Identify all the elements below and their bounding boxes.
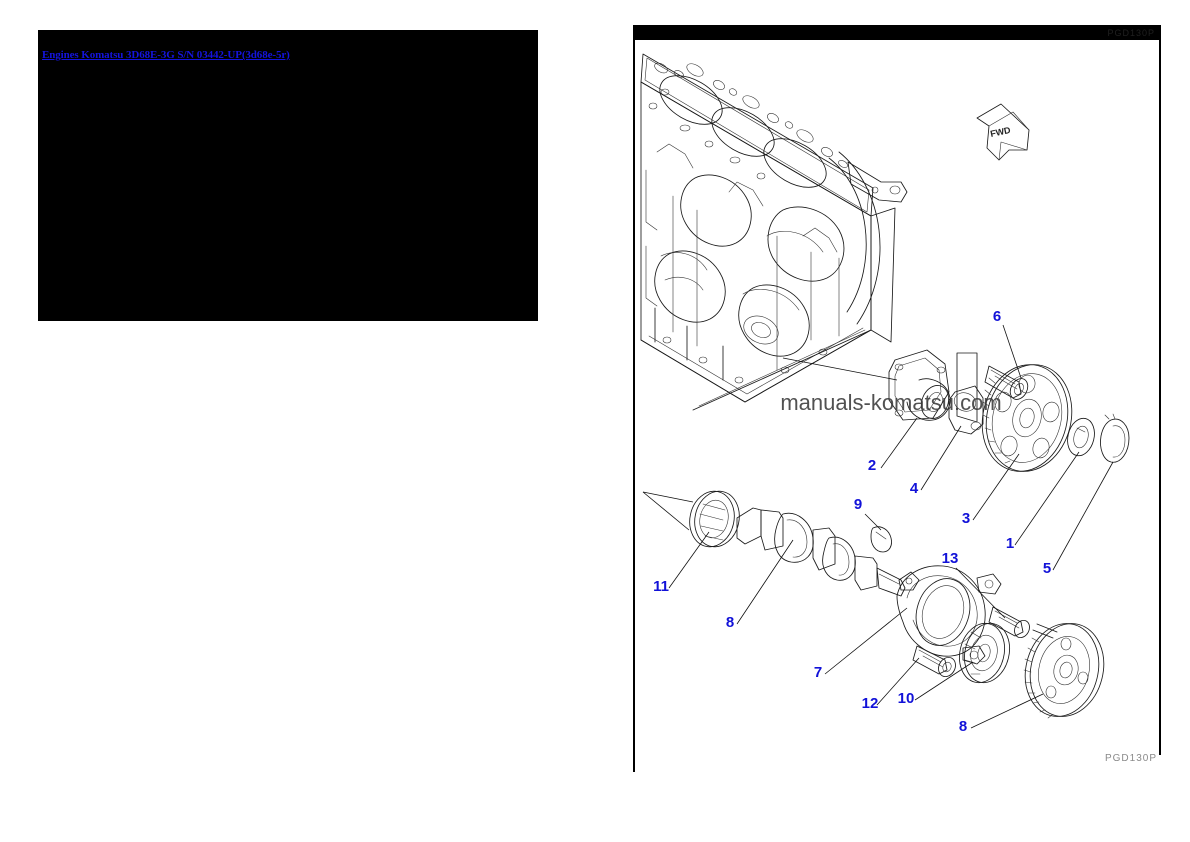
part-8b-cam-gear bbox=[1023, 623, 1105, 719]
part-2-oil-pump-body bbox=[888, 349, 951, 421]
diagram-left-border bbox=[633, 25, 635, 772]
parts-diagram-panel: PGD130P bbox=[633, 25, 1161, 772]
cylinder-block-drawing bbox=[640, 53, 908, 411]
callout-11: 11 bbox=[653, 578, 669, 595]
diagram-top-code: PGD130P bbox=[1107, 28, 1155, 38]
part-3-cam-gear bbox=[981, 364, 1073, 472]
callout-1: 1 bbox=[1006, 535, 1014, 552]
part-4-collar bbox=[948, 385, 984, 435]
callout-3: 3 bbox=[962, 510, 970, 527]
callout-5: 5 bbox=[1043, 560, 1051, 577]
part-1-thrust-washer bbox=[1067, 417, 1095, 457]
diagram-right-border bbox=[1159, 25, 1161, 755]
part-11-pulley bbox=[689, 490, 740, 548]
part-10-drive-gear bbox=[959, 622, 1010, 684]
catalog-title-link[interactable]: Engines Komatsu 3D68E-3G S/N 03442-UP(3d… bbox=[42, 49, 290, 61]
exploded-parts-drawing: FWD bbox=[640, 53, 1130, 735]
callout-8: 8 bbox=[726, 614, 734, 631]
callout-10: 10 bbox=[898, 690, 915, 707]
leader-lines bbox=[642, 324, 1114, 729]
part-5-snap-ring bbox=[1100, 413, 1130, 463]
svg-text:FWD: FWD bbox=[989, 125, 1012, 139]
part-7-thrust-plate bbox=[896, 565, 1002, 665]
callout-13: 13 bbox=[942, 550, 959, 567]
fwd-direction-marker: FWD bbox=[976, 103, 1030, 161]
part-9-key bbox=[870, 526, 892, 553]
callout-6: 6 bbox=[993, 308, 1001, 325]
diagram-reference-code: PGD130P bbox=[1104, 753, 1157, 764]
callout-9: 9 bbox=[854, 496, 862, 513]
part-12-bolt bbox=[912, 645, 956, 678]
callout-4: 4 bbox=[910, 480, 919, 497]
part-8-camshaft bbox=[736, 507, 906, 597]
callout-12: 12 bbox=[862, 695, 879, 712]
diagram-top-bar bbox=[633, 25, 1161, 40]
callout-7: 7 bbox=[814, 664, 822, 681]
callout-2: 2 bbox=[868, 457, 876, 474]
callout-8b: 8 bbox=[959, 718, 967, 735]
callout-numbers: 6 2 4 3 1 5 13 9 11 8 7 12 10 8 bbox=[653, 308, 1051, 735]
part-13-bolt bbox=[988, 606, 1030, 639]
part-6-bolt bbox=[956, 352, 1029, 423]
catalog-placeholder-box: Engines Komatsu 3D68E-3G S/N 03442-UP(3d… bbox=[38, 30, 538, 321]
